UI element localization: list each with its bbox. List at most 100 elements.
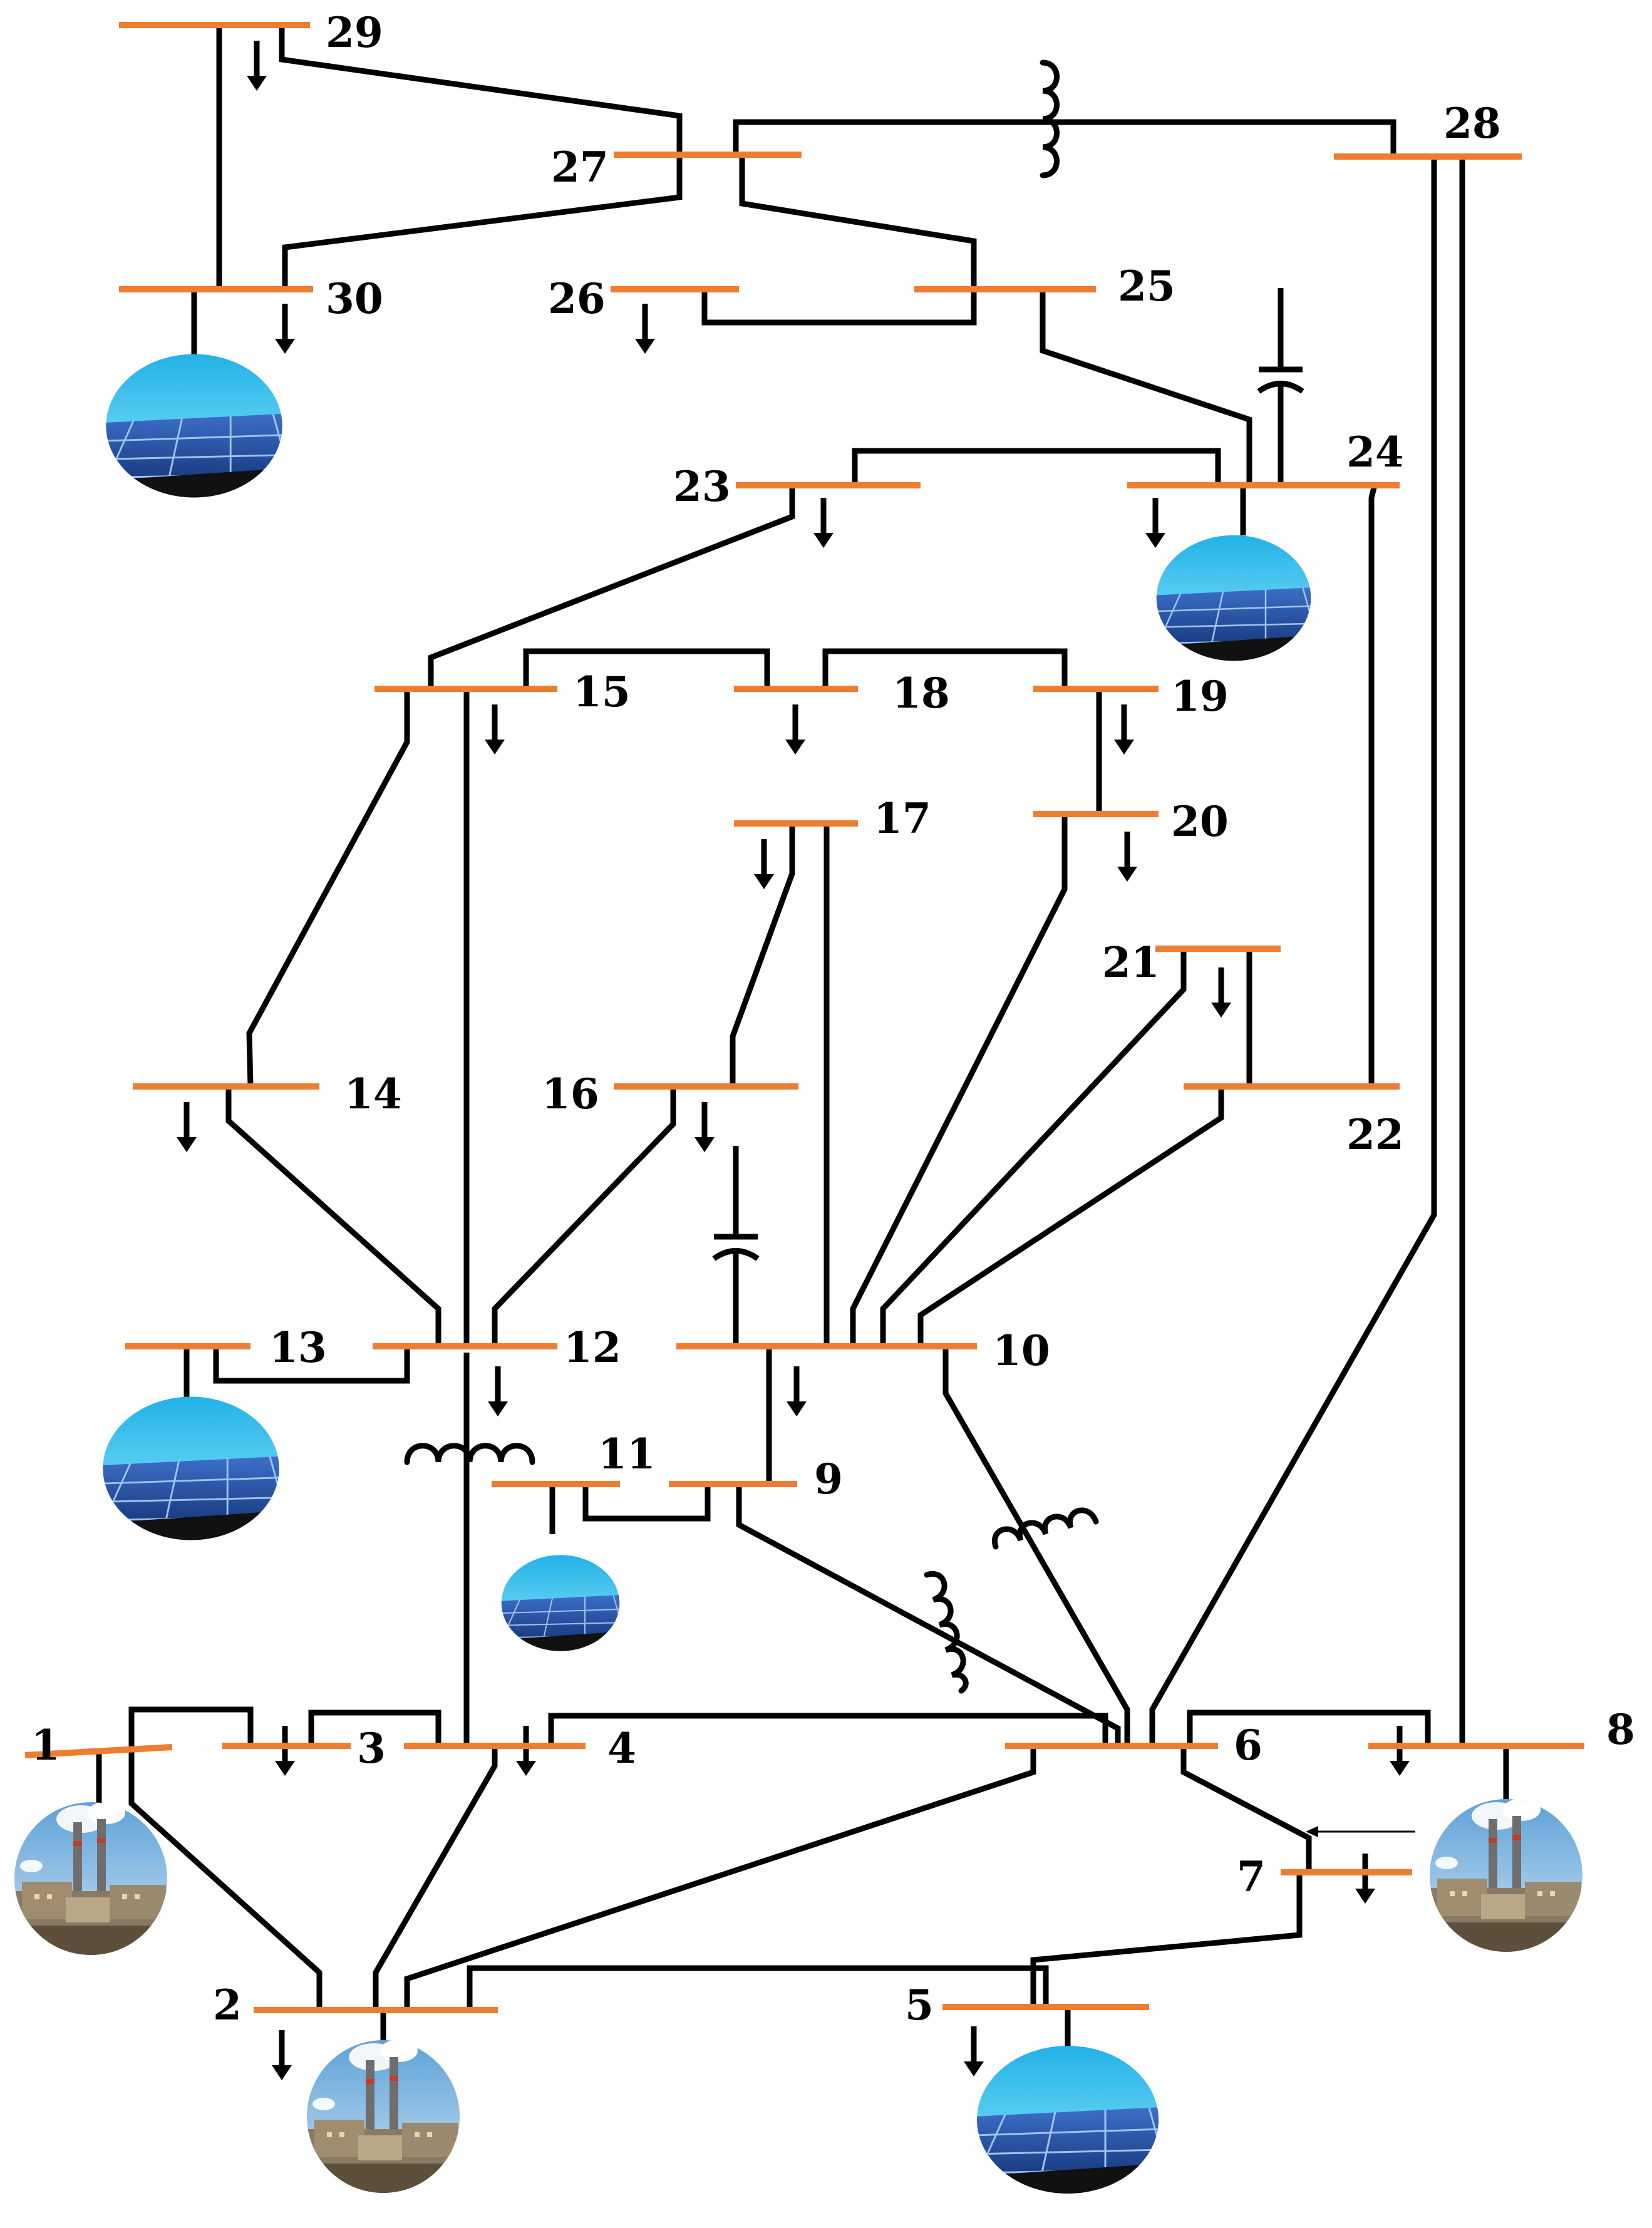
line-27-30 bbox=[282, 155, 683, 289]
bus-label-27: 27 bbox=[551, 143, 609, 192]
load-arrow-icon bbox=[275, 304, 295, 354]
transformer-coil-icon bbox=[991, 1507, 1099, 1550]
shunt-capacitor-icon bbox=[1257, 288, 1304, 485]
bus-label-10: 10 bbox=[993, 1326, 1050, 1375]
load-arrow-icon bbox=[787, 1366, 807, 1416]
bus-label-3: 3 bbox=[357, 1724, 386, 1773]
bus-label-11: 11 bbox=[598, 1430, 656, 1478]
generators bbox=[9, 350, 1587, 2198]
bus-label-21: 21 bbox=[1102, 938, 1160, 987]
line-2-5 bbox=[467, 1965, 1049, 2010]
bus-label-4: 4 bbox=[607, 1724, 636, 1773]
line-6-7 bbox=[1180, 1746, 1312, 1872]
bus-label-14: 14 bbox=[344, 1070, 402, 1118]
bus-label-25: 25 bbox=[1118, 262, 1175, 311]
load-arrow-icon bbox=[485, 704, 505, 755]
line-6-10 bbox=[942, 1346, 1130, 1746]
line-15-23 bbox=[428, 485, 795, 689]
bus-label-17: 17 bbox=[874, 794, 931, 843]
line-2-6 bbox=[404, 1746, 1036, 2010]
bus-label-30: 30 bbox=[326, 274, 383, 323]
line-25-26 bbox=[701, 289, 977, 326]
bus-label-9: 9 bbox=[814, 1455, 843, 1503]
load-arrow-icon bbox=[754, 839, 774, 889]
load-arrow-icon bbox=[694, 1102, 715, 1152]
line-23-24 bbox=[852, 448, 1221, 485]
thermal-power-plant-icon bbox=[1425, 1794, 1587, 1957]
load-arrow-icon bbox=[177, 1102, 197, 1152]
transformers bbox=[404, 59, 1099, 1694]
load-arrow-icon bbox=[635, 304, 655, 354]
load-arrow-icon bbox=[1355, 1854, 1375, 1904]
load-arrow-icon bbox=[964, 2026, 984, 2076]
transmission-lines bbox=[96, 25, 1509, 2048]
solar-panel-icon bbox=[495, 1552, 630, 1654]
load-arrow-icon bbox=[488, 1366, 508, 1416]
line-3-4 bbox=[308, 1710, 441, 1746]
bus-label-13: 13 bbox=[269, 1323, 327, 1372]
load-arrow-icon bbox=[1114, 704, 1134, 755]
bus-label-1: 1 bbox=[31, 1721, 60, 1770]
bus-label-18: 18 bbox=[892, 669, 950, 718]
solar-panel-icon bbox=[1149, 532, 1324, 665]
line-9-11 bbox=[582, 1484, 711, 1522]
load-arrow-icon bbox=[275, 1726, 295, 1776]
transformer-coil-icon bbox=[404, 1443, 535, 1465]
solar-panel-icon bbox=[94, 1393, 294, 1545]
bus-label-12: 12 bbox=[564, 1323, 621, 1372]
shunt-capacitors bbox=[712, 288, 1304, 1346]
load-arrow-icon bbox=[813, 498, 834, 548]
bus-label-22: 22 bbox=[1346, 1110, 1404, 1159]
bus-label-8: 8 bbox=[1606, 1705, 1635, 1754]
load-arrow-icon bbox=[1390, 1726, 1410, 1776]
load-arrow-icon bbox=[1145, 498, 1165, 548]
line-5-7 bbox=[1030, 1872, 1303, 2007]
bus-label-29: 29 bbox=[326, 8, 383, 57]
transformer-coil-icon bbox=[1040, 59, 1060, 178]
bus-label-26: 26 bbox=[548, 274, 606, 323]
line-12-14 bbox=[225, 1086, 441, 1346]
line-27-28 bbox=[733, 119, 1396, 157]
line-6-28 bbox=[1149, 157, 1437, 1746]
solar-panel-icon bbox=[97, 350, 297, 502]
line-10-20 bbox=[850, 814, 1068, 1346]
bus-1 bbox=[24, 1744, 173, 1758]
load-arrow-icon bbox=[1117, 832, 1137, 882]
bus-label-28: 28 bbox=[1443, 99, 1501, 148]
line-4-6 bbox=[548, 1713, 1108, 1746]
line-15-18 bbox=[523, 648, 770, 689]
line-6-8 bbox=[1187, 1710, 1431, 1746]
line-18-19 bbox=[822, 648, 1068, 689]
line-10-22 bbox=[917, 1086, 1224, 1346]
solar-panel-icon bbox=[968, 2041, 1174, 2198]
bus-labels: 1 2 3 4 5 6 7 8 9 10 11 12 13 14 15 16 1… bbox=[31, 8, 1635, 2029]
shunt-capacitor-icon bbox=[712, 1146, 760, 1346]
line-16-17 bbox=[730, 823, 795, 1086]
line-25-27 bbox=[739, 155, 977, 289]
load-arrow-icon bbox=[272, 2030, 292, 2080]
bus-label-20: 20 bbox=[1171, 797, 1229, 846]
bus-label-2: 2 bbox=[213, 1981, 242, 2029]
line-24-25 bbox=[1040, 289, 1252, 485]
bus-label-5: 5 bbox=[905, 1981, 934, 2029]
bus-label-16: 16 bbox=[542, 1070, 599, 1118]
line-12-16 bbox=[492, 1086, 676, 1346]
bus-label-19: 19 bbox=[1171, 672, 1229, 721]
load-arrow-icon bbox=[785, 704, 805, 755]
loads bbox=[177, 41, 1410, 2080]
line-6-9 bbox=[736, 1484, 1121, 1746]
line-14-15 bbox=[246, 689, 410, 1087]
line-10-21 bbox=[880, 949, 1187, 1346]
load-arrow-icon bbox=[247, 41, 267, 91]
line-27-29 bbox=[279, 25, 683, 155]
load-arrow-icon bbox=[516, 1726, 536, 1776]
bus-label-24: 24 bbox=[1346, 428, 1404, 477]
thermal-power-plant-icon bbox=[302, 2035, 465, 2198]
line-2-4 bbox=[373, 1746, 498, 2010]
load-arrow-icon bbox=[1211, 967, 1231, 1018]
line-1-2 bbox=[128, 1746, 323, 2010]
buses bbox=[24, 22, 1584, 2013]
bus-label-15: 15 bbox=[573, 668, 631, 716]
line-12-13 bbox=[213, 1346, 410, 1384]
